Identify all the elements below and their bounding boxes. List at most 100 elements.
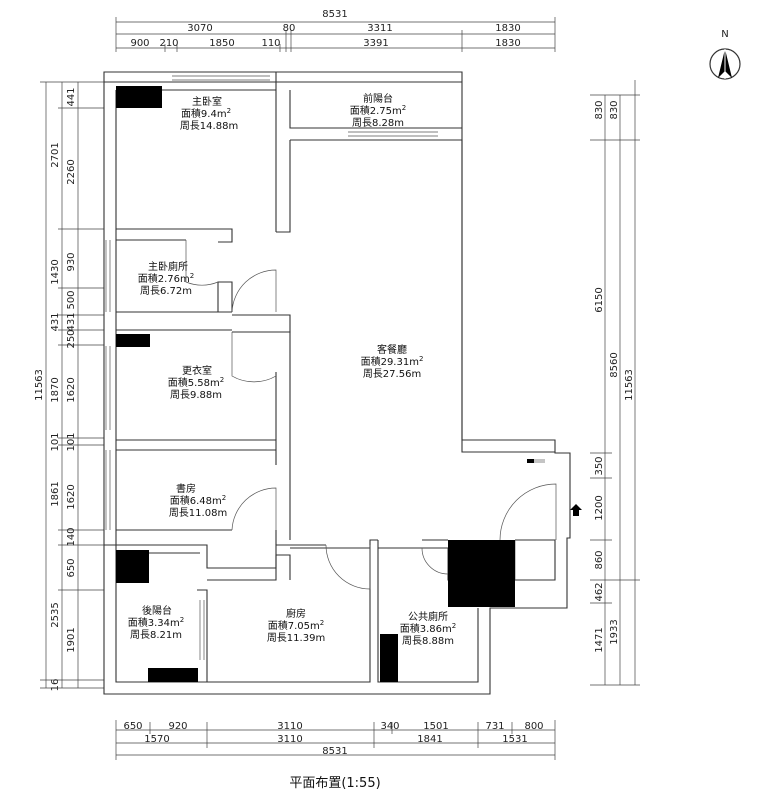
- dim-right-m2: 8560: [609, 352, 620, 377]
- dim-left-i2: 2260: [66, 159, 77, 184]
- fixtures: [116, 86, 534, 682]
- dim-left-i3: 930: [66, 252, 77, 271]
- door-study: [231, 487, 277, 531]
- entrance-sensor: [527, 459, 534, 463]
- plan-title: 平面布置(1:55): [289, 776, 380, 791]
- dim-bot-f: 731: [485, 721, 504, 732]
- dim-bot-b: 920: [168, 721, 187, 732]
- dim-right-i1: 830: [594, 100, 605, 119]
- svg-text:面積3.34m2: 面積3.34m2: [128, 616, 184, 629]
- dim-right-i7: 1471: [594, 627, 605, 652]
- svg-text:周長9.88m: 周長9.88m: [170, 389, 222, 401]
- dim-bot-j: 1841: [417, 734, 442, 745]
- dim-right-m3: 1933: [609, 619, 620, 644]
- dim-left-i1: 441: [66, 87, 77, 106]
- svg-text:周長8.21m: 周長8.21m: [130, 629, 182, 641]
- svg-text:面積6.48m2: 面積6.48m2: [170, 494, 226, 507]
- dim-right-i3: 350: [594, 456, 605, 475]
- dim-bot-i: 3110: [277, 734, 302, 745]
- room-study: 書房 面積6.48m2 周長11.08m: [169, 482, 227, 519]
- room-closet: 更衣室 面積5.58m2 周長9.88m: [168, 364, 224, 401]
- room-living-dining: 客餐廳 面積29.31m2 周長27.56m: [361, 343, 424, 380]
- svg-text:面積29.31m2: 面積29.31m2: [361, 355, 424, 368]
- svg-text:周長27.56m: 周長27.56m: [363, 368, 421, 380]
- room-front-balcony: 前陽台 面積2.75m2 周長8.28m: [350, 92, 406, 129]
- dim-left-i8: 101: [66, 432, 77, 451]
- bottom-dimensions: 650 920 3110 340 1501 731 800 1570 3110 …: [115, 720, 556, 760]
- svg-text:周長11.39m: 周長11.39m: [267, 632, 325, 644]
- entrance-arrow-icon: [570, 504, 582, 516]
- closet-block: [116, 334, 150, 347]
- svg-text:周長11.08m: 周長11.08m: [169, 507, 227, 519]
- svg-text:廚房: 廚房: [286, 607, 306, 620]
- dim-left-e: 101: [50, 432, 61, 451]
- door-kitchen: [325, 544, 371, 590]
- dim-right-total: 11563: [624, 369, 635, 401]
- left-dimensions: 2701 1430 431 1870 101 1861 2535 16 1156…: [34, 81, 104, 692]
- wardrobe-block: [116, 86, 162, 108]
- dim-bot-a: 650: [123, 721, 142, 732]
- balcony-bottom-block: [148, 668, 198, 682]
- svg-text:周長8.88m: 周長8.88m: [402, 635, 454, 647]
- dim-top-j: 1830: [495, 38, 520, 49]
- room-labels: 主卧室 面積9.4m2 周長14.88m 前陽台 面積2.75m2 周長8.28…: [128, 92, 456, 647]
- dim-left-a: 2701: [50, 142, 61, 167]
- svg-text:書房: 書房: [176, 482, 196, 495]
- dim-left-c: 431: [50, 312, 61, 331]
- dim-top-d: 1830: [495, 23, 520, 34]
- svg-text:主卧廁所: 主卧廁所: [148, 260, 188, 273]
- dim-right-i4: 1200: [594, 495, 605, 520]
- dim-right-m1: 830: [609, 100, 620, 119]
- svg-text:面積2.75m2: 面積2.75m2: [350, 104, 406, 117]
- dim-left-d: 1870: [50, 377, 61, 402]
- walls: [103, 71, 571, 695]
- dim-left-i5: 431: [66, 312, 77, 331]
- svg-text:面積5.58m2: 面積5.58m2: [168, 376, 224, 389]
- door-closet: [231, 332, 277, 383]
- wc-block: [380, 634, 398, 682]
- room-back-balcony: 後陽台 面積3.34m2 周長8.21m: [128, 604, 184, 641]
- svg-text:面積7.05m2: 面積7.05m2: [268, 619, 324, 632]
- dim-left-i6: 250: [66, 329, 77, 348]
- dim-left-i7: 1620: [66, 377, 77, 402]
- top-dimensions: 8531 3070 80 3311 1830 900 210 1850 110 …: [115, 9, 556, 52]
- dim-top-g: 1850: [209, 38, 234, 49]
- dim-right-i5: 860: [594, 550, 605, 569]
- dim-left-h: 16: [50, 679, 61, 692]
- dim-top-a: 3070: [187, 23, 212, 34]
- dim-top-h: 110: [261, 38, 280, 49]
- dim-left-i10: 140: [66, 527, 77, 546]
- dim-top-i: 3391: [363, 38, 388, 49]
- room-kitchen: 廚房 面積7.05m2 周長11.39m: [267, 607, 325, 644]
- dim-bot-k: 1531: [502, 734, 527, 745]
- right-dimensions: 830 6150 350 1200 860 462 1471 830 8560 …: [590, 80, 640, 686]
- dim-left-total: 11563: [34, 369, 45, 401]
- room-master-wc: 主卧廁所 面積2.76m2 周長6.72m: [138, 260, 194, 297]
- doors: [185, 240, 557, 590]
- north-arrow-icon: N: [709, 29, 741, 80]
- dim-right-i6: 462: [594, 582, 605, 601]
- room-master-bedroom: 主卧室 面積9.4m2 周長14.88m: [180, 95, 238, 132]
- dim-bot-h: 1570: [144, 734, 169, 745]
- entrance-block: [448, 540, 515, 607]
- door-bedroom: [231, 269, 277, 313]
- svg-text:更衣室: 更衣室: [182, 364, 212, 377]
- dim-left-i12: 1901: [66, 627, 77, 652]
- dim-top-f: 210: [159, 38, 178, 49]
- dim-top-b: 80: [283, 23, 296, 34]
- dim-top-total: 8531: [322, 9, 347, 20]
- dim-top-c: 3311: [367, 23, 392, 34]
- dim-left-f: 1861: [50, 481, 61, 506]
- dim-top-e: 900: [130, 38, 149, 49]
- svg-text:周長6.72m: 周長6.72m: [140, 285, 192, 297]
- dim-bot-c: 3110: [277, 721, 302, 732]
- room-public-wc: 公共廁所 面積3.86m2 周長8.88m: [400, 610, 456, 647]
- balcony-block: [116, 550, 149, 583]
- svg-text:周長8.28m: 周長8.28m: [352, 117, 404, 129]
- dim-left-b: 1430: [50, 259, 61, 284]
- dim-right-i2: 6150: [594, 287, 605, 312]
- north-label: N: [721, 29, 728, 40]
- dim-left-i11: 650: [66, 558, 77, 577]
- svg-text:後陽台: 後陽台: [142, 604, 172, 617]
